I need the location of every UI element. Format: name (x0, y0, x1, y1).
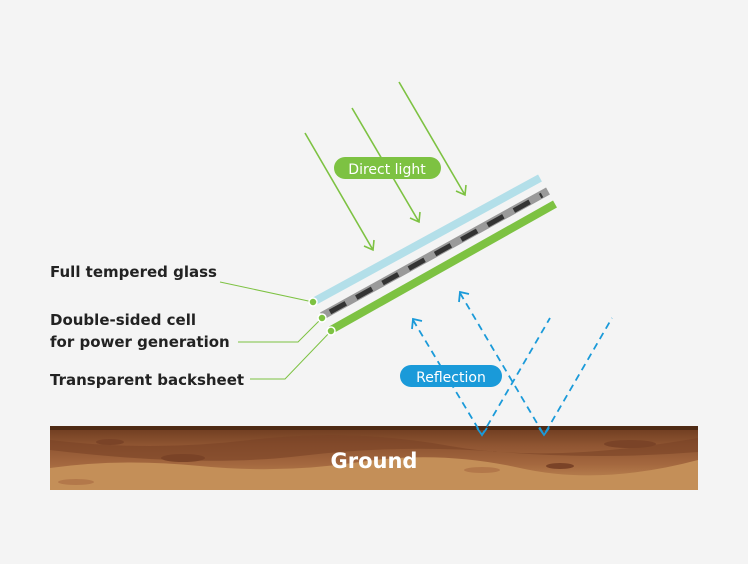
reflection-badge: Reflection (400, 365, 502, 387)
reflection-rays (412, 292, 613, 437)
backsheet-label: Transparent backsheet (50, 371, 244, 389)
cell-label-line1: Double-sided cell (50, 311, 196, 329)
glass-layer (311, 174, 542, 306)
svg-text:Direct light: Direct light (348, 162, 426, 178)
leader-lines (219, 281, 332, 380)
cell-label-line2: for power generation (50, 333, 230, 351)
reflection-arrowheads (411, 290, 550, 437)
svg-text:Reflection: Reflection (416, 370, 486, 386)
ground-label: Ground (331, 449, 418, 473)
cell-dashes (328, 192, 544, 315)
glass-label: Full tempered glass (50, 263, 217, 281)
backsheet-layer (329, 200, 557, 334)
direct-light-badge: Direct light (334, 157, 441, 179)
ground: Ground (50, 426, 698, 490)
marker-dots (308, 297, 336, 336)
solar-panel (311, 174, 557, 334)
